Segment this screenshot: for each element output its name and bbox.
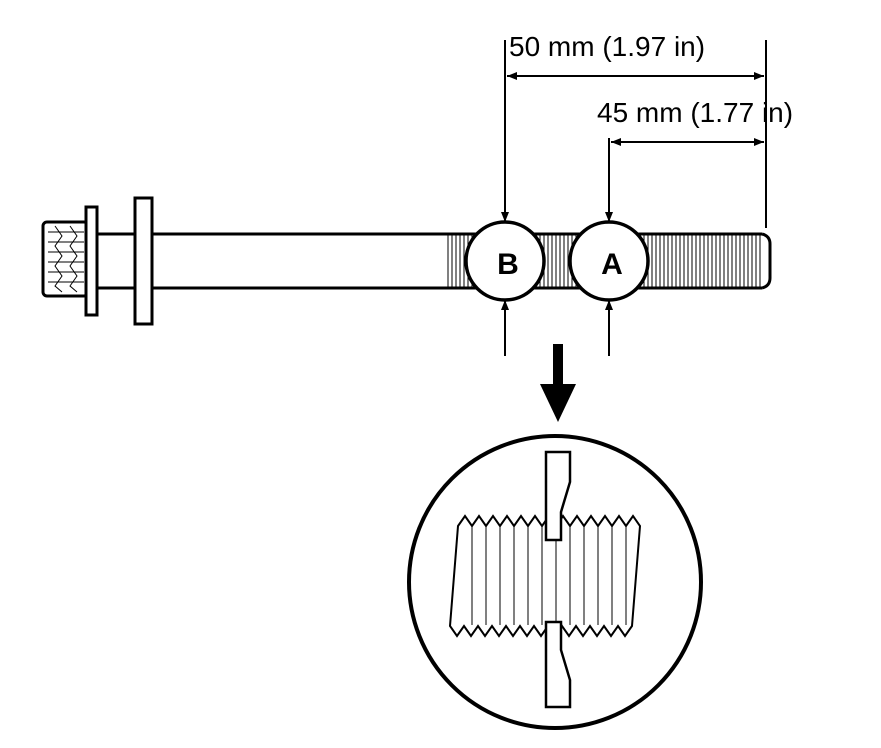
dimension-label-45mm: 45 mm (1.77 in) bbox=[597, 97, 793, 128]
dimension-label-50mm: 50 mm (1.97 in) bbox=[509, 31, 705, 62]
thread-detail-magnifier bbox=[407, 434, 703, 730]
marker-a-label: A bbox=[601, 248, 623, 281]
washer bbox=[133, 196, 154, 326]
measure-circle-a: A bbox=[568, 220, 650, 302]
measure-circle-b: B bbox=[464, 220, 546, 302]
bolt-head-splines bbox=[48, 225, 84, 293]
magnified-thread-profile bbox=[448, 514, 642, 638]
bolt-shank bbox=[97, 232, 772, 290]
down-arrow-icon bbox=[540, 344, 576, 422]
bolt-head bbox=[41, 205, 99, 317]
magnified-thread-body bbox=[448, 514, 642, 638]
dimension-lines bbox=[501, 40, 767, 356]
marker-b-label: B bbox=[497, 248, 519, 281]
thread-gauge-blade bbox=[544, 450, 572, 709]
